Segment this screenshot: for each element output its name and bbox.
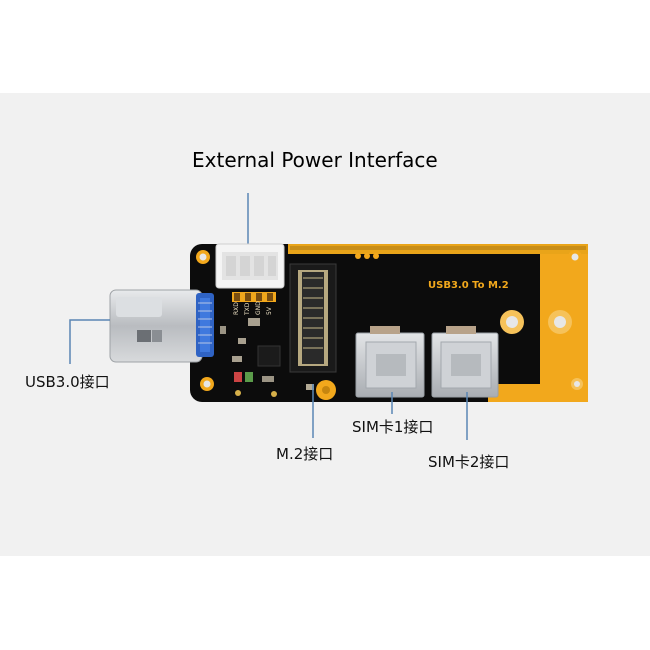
external-power-title: External Power Interface xyxy=(192,148,438,172)
sim1-interface-label: SIM卡1接口 xyxy=(352,418,434,436)
sim2-interface-label: SIM卡2接口 xyxy=(428,453,510,471)
pin-header xyxy=(232,292,276,302)
pin-label-txd: TXD xyxy=(244,302,251,316)
pin-label-5v: 5V xyxy=(266,306,273,315)
pin-label-rxd: RXD xyxy=(233,302,240,315)
pin-label-gnd: GND xyxy=(255,301,262,315)
board-silk-text: USB3.0 To M.2 xyxy=(428,280,509,291)
m2-interface-label: M.2接口 xyxy=(276,445,334,463)
chip-ic xyxy=(257,345,281,367)
usb-interface-label: USB3.0接口 xyxy=(25,373,110,391)
leader-usb xyxy=(69,319,110,364)
